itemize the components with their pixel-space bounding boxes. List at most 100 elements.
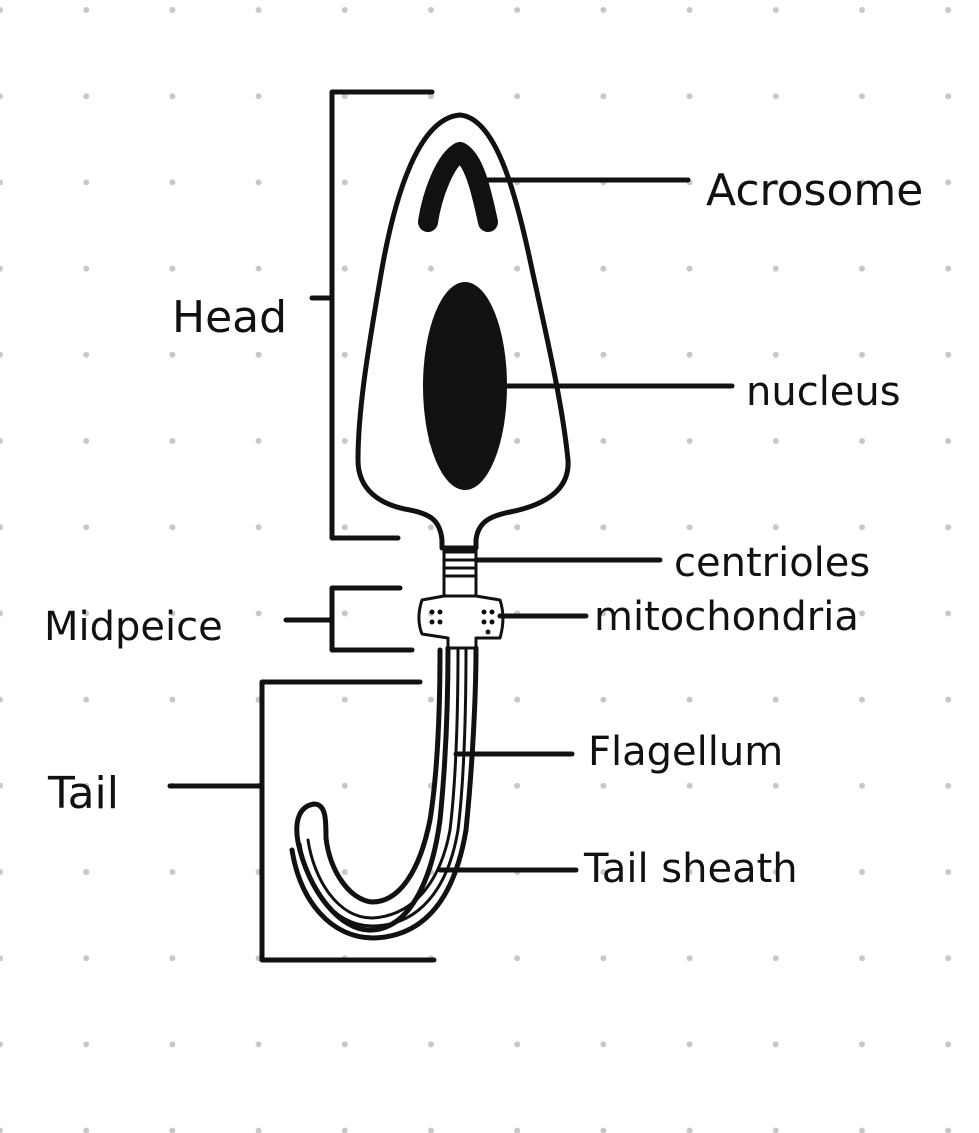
grid-dot bbox=[428, 696, 434, 703]
grid-dot bbox=[686, 696, 693, 703]
grid-dot bbox=[0, 7, 3, 13]
grid-dot bbox=[859, 265, 865, 272]
grid-dot bbox=[859, 351, 865, 358]
grid-dot bbox=[772, 351, 779, 358]
grid-dot bbox=[341, 179, 348, 186]
grid-dot bbox=[686, 524, 693, 531]
grid-dot bbox=[772, 265, 779, 272]
grid-dot bbox=[341, 7, 348, 13]
grid-dot bbox=[600, 1127, 607, 1133]
grid-dot bbox=[255, 93, 262, 100]
grid-dot bbox=[945, 524, 952, 531]
grid-dot bbox=[341, 869, 348, 875]
grid-dot bbox=[686, 869, 693, 875]
grid-dot bbox=[859, 179, 865, 186]
grid-dot bbox=[341, 93, 348, 100]
grid-dot bbox=[945, 438, 952, 444]
grid-dot bbox=[341, 610, 348, 617]
grid-dot bbox=[341, 351, 348, 358]
grid-dot bbox=[0, 524, 3, 531]
grid-dot bbox=[0, 1127, 3, 1133]
tail-sheath-shape bbox=[294, 645, 451, 933]
mitochondria-dots bbox=[429, 609, 495, 635]
grid-dot bbox=[859, 1127, 865, 1133]
grid-dot bbox=[859, 869, 865, 875]
label-tail: Tail bbox=[47, 768, 119, 819]
grid-dot bbox=[169, 610, 176, 617]
grid-dot bbox=[83, 1127, 90, 1133]
grid-dot bbox=[255, 524, 262, 531]
grid-dot bbox=[83, 438, 90, 444]
grid-dot bbox=[255, 351, 262, 358]
grid-dot bbox=[169, 955, 176, 962]
grid-dot bbox=[945, 351, 952, 358]
grid-dot bbox=[772, 438, 779, 444]
grid-dot bbox=[945, 782, 952, 789]
tail-sheath-outer bbox=[289, 645, 479, 941]
grid-dot bbox=[945, 93, 952, 100]
grid-dot bbox=[255, 1041, 262, 1048]
grid-dot bbox=[686, 438, 693, 444]
grid-dot bbox=[859, 782, 865, 789]
grid-dot bbox=[83, 955, 90, 962]
grid-dot bbox=[341, 696, 348, 703]
flagellum-shape-2 bbox=[298, 646, 468, 928]
grid-dot bbox=[255, 438, 262, 444]
grid-dot bbox=[169, 351, 176, 358]
grid-dot bbox=[341, 438, 348, 444]
grid-dot bbox=[83, 782, 90, 789]
grid-dot bbox=[255, 179, 262, 186]
grid-dot bbox=[169, 1041, 176, 1048]
grid-dot bbox=[772, 955, 779, 962]
grid-dot bbox=[772, 1127, 779, 1133]
grid-dot bbox=[772, 7, 779, 13]
grid-dot bbox=[428, 524, 434, 531]
grid-dot bbox=[169, 869, 176, 875]
grid-dot bbox=[0, 696, 3, 703]
grid-dot bbox=[600, 782, 607, 789]
grid-dot bbox=[514, 524, 521, 531]
grid-dot bbox=[772, 93, 779, 100]
grid-dot bbox=[945, 869, 952, 875]
grid-dot bbox=[859, 610, 865, 617]
grid-dot bbox=[514, 265, 521, 272]
grid-dot bbox=[859, 955, 865, 962]
grid-dot bbox=[514, 1127, 521, 1133]
grid-dot bbox=[859, 438, 865, 444]
grid-dot bbox=[772, 179, 779, 186]
grid-dot bbox=[945, 179, 952, 186]
grid-dot bbox=[0, 869, 3, 875]
grid-dot bbox=[169, 93, 176, 100]
grid-dot bbox=[0, 265, 3, 272]
grid-dot bbox=[945, 265, 952, 272]
grid-dot bbox=[255, 7, 262, 13]
grid-dot bbox=[686, 955, 693, 962]
grid-dot bbox=[428, 1041, 434, 1048]
grid-dot bbox=[945, 1041, 952, 1048]
grid-dot bbox=[686, 1127, 693, 1133]
grid-dot bbox=[0, 93, 3, 100]
grid-dot bbox=[255, 265, 262, 272]
grid-dot bbox=[83, 524, 90, 531]
grid-dot bbox=[83, 351, 90, 358]
grid-dot bbox=[0, 179, 3, 186]
grid-dot bbox=[428, 265, 434, 272]
grid-dot bbox=[341, 782, 348, 789]
grid-dot bbox=[83, 93, 90, 100]
flagellum-shape bbox=[306, 646, 460, 920]
grid-dot bbox=[600, 869, 607, 875]
grid-dot bbox=[428, 1127, 434, 1133]
grid-dot bbox=[772, 524, 779, 531]
label-midpiece: Midpeice bbox=[44, 604, 223, 650]
midpiece-bracket bbox=[329, 585, 415, 653]
grid-dot bbox=[600, 93, 607, 100]
grid-dot bbox=[772, 782, 779, 789]
grid-dot bbox=[686, 351, 693, 358]
grid-dot bbox=[686, 782, 693, 789]
grid-dot bbox=[859, 7, 865, 13]
grid-dot bbox=[341, 524, 348, 531]
grid-dot bbox=[514, 438, 521, 444]
grid-dot bbox=[255, 1127, 262, 1133]
grid-dot bbox=[600, 610, 607, 617]
